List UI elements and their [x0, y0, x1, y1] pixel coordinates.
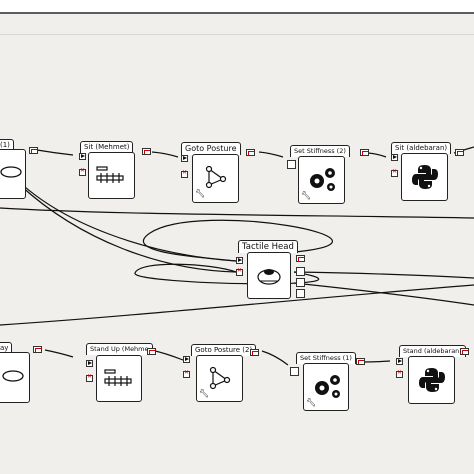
sit-aldebaran-play[interactable]: [391, 154, 398, 161]
stand-up-play[interactable]: [86, 360, 93, 367]
goto-2-output[interactable]: [250, 349, 259, 356]
set-stiffness-2-box[interactable]: 🔧︎: [298, 156, 345, 204]
python-icon: [412, 165, 438, 189]
sit-mehmet-output[interactable]: [142, 148, 151, 155]
box-title-stand-up-mehmet: Stand Up (Mehme: [86, 343, 153, 355]
tactile-head-output-3[interactable]: [296, 278, 305, 287]
wire-cross-4: [0, 284, 474, 326]
goto-top-stop[interactable]: [181, 169, 188, 178]
tactile-head-output-2[interactable]: [296, 267, 305, 276]
tactile-head-output-4[interactable]: [296, 289, 305, 298]
box-title-tactile-head: Tactile Head: [238, 240, 298, 253]
wire-top-2: [151, 151, 179, 158]
tactile-head-play[interactable]: [236, 257, 243, 264]
wire-bot-3: [261, 350, 289, 366]
left-bottom-output[interactable]: [33, 346, 42, 353]
wrench-icon[interactable]: 🔧︎: [301, 191, 312, 200]
box-title-set-stiffness-2: Set Stiffness (2): [290, 145, 350, 157]
tactile-head-output-1[interactable]: [296, 255, 305, 262]
goto-2-play[interactable]: [183, 356, 190, 363]
wire-cross-3: [0, 207, 474, 219]
wire-loop-1: [142, 219, 333, 262]
wire-top-3: [258, 151, 284, 158]
window-top-bar: [0, 0, 474, 12]
wire-cross-2: [19, 184, 237, 273]
sit-aldebaran-output[interactable]: [455, 149, 464, 156]
toolbar-area: [0, 14, 474, 35]
set-stiffness-2-input[interactable]: [287, 160, 296, 169]
stand-aldebaran-output[interactable]: [460, 348, 469, 355]
tactile-head-stop[interactable]: [236, 267, 243, 276]
stand-up-output[interactable]: [147, 348, 156, 355]
box-title-goto-posture-top: Goto Posture: [181, 142, 241, 155]
box-title-left-bottom: ay: [0, 342, 13, 354]
box-title-set-stiffness-1: Set Stiffness (1): [296, 352, 356, 364]
stand-aldebaran-play[interactable]: [396, 358, 403, 365]
set-stiffness-1-input[interactable]: [290, 367, 299, 376]
wire-top-1: [36, 149, 74, 156]
box-title-left-top: (1): [0, 139, 14, 151]
sit-icon: [96, 166, 124, 183]
wire-bot-1: [44, 349, 74, 358]
goto-2-stop[interactable]: [183, 369, 190, 378]
set-stiffness-2-output[interactable]: [360, 149, 369, 156]
gear-icon: [310, 168, 335, 191]
stand-aldebaran-box[interactable]: [408, 356, 455, 404]
stand-up-stop[interactable]: [86, 373, 93, 382]
goto-top-output[interactable]: [246, 149, 255, 156]
sit-aldebaran-stop[interactable]: [391, 168, 398, 177]
tactile-head-box[interactable]: [247, 252, 291, 299]
posture-graph-icon: [209, 366, 231, 390]
wire-loop-2: [134, 263, 320, 285]
wire-bot-4: [361, 360, 391, 363]
box-title-sit-aldebaran: Sit (aldebaran): [391, 142, 452, 154]
box-title-sit-mehmet: Sit (Mehmet): [80, 141, 134, 153]
sit-mehmet-stop[interactable]: [79, 167, 86, 176]
flow-canvas[interactable]: (1) Sit (Mehmet) Goto Posture 🔧: [0, 35, 474, 474]
head-icon: [257, 269, 281, 285]
wire-out-1: [293, 282, 474, 306]
goto-posture-top-box[interactable]: 🔧︎: [192, 154, 239, 203]
left-bottom-box[interactable]: [0, 352, 30, 403]
sit-mehmet-box[interactable]: [88, 152, 135, 199]
wire-out-2: [293, 271, 474, 279]
wave-icon: [2, 370, 24, 382]
goto-posture-2-box[interactable]: 🔧︎: [196, 355, 243, 402]
set-stiffness-1-output[interactable]: [356, 358, 365, 365]
set-stiffness-1-box[interactable]: 🔧︎: [303, 363, 349, 411]
posture-graph-icon: [205, 165, 227, 189]
gear-icon: [315, 375, 340, 398]
left-top-output[interactable]: [29, 147, 38, 154]
wrench-icon[interactable]: 🔧︎: [195, 189, 206, 198]
wrench-icon[interactable]: 🔧︎: [199, 389, 210, 398]
stand-up-mehmet-box[interactable]: [96, 355, 142, 402]
python-icon: [419, 368, 445, 392]
window-divider: [0, 12, 474, 14]
stand-icon: [104, 369, 132, 386]
wave-icon: [0, 166, 22, 178]
sit-mehmet-play[interactable]: [79, 153, 86, 160]
goto-top-play[interactable]: [181, 155, 188, 162]
connection-wires: [0, 146, 474, 366]
wrench-icon[interactable]: 🔧︎: [306, 398, 317, 407]
left-top-box[interactable]: [0, 149, 26, 199]
sit-aldebaran-box[interactable]: [401, 153, 448, 201]
stand-aldebaran-stop[interactable]: [396, 369, 403, 378]
